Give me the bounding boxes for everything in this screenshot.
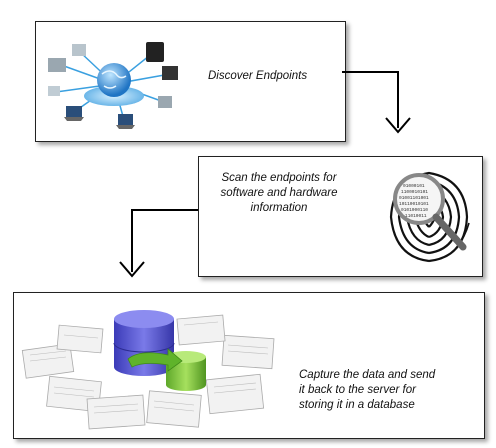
step-label-capture: Capture the data and send it back to the…: [299, 368, 479, 413]
step-label-line: software and hardware: [220, 187, 338, 199]
step-label-line: Discover Endpoints: [208, 70, 308, 82]
svg-text:0101000110: 0101000110: [401, 207, 428, 213]
svg-text:11010011: 11010011: [405, 213, 427, 219]
step-label-line: Capture the data and send: [299, 369, 436, 381]
step-label-discover: Discover Endpoints: [208, 69, 338, 84]
flow-arrow-2: [119, 209, 198, 278]
step-label-line: Scan the endpoints for: [221, 172, 337, 184]
step-label-line: it back to the server for: [299, 384, 416, 396]
svg-text:01001101001: 01001101001: [399, 195, 429, 201]
step-box-discover: Discover Endpoints: [35, 21, 346, 142]
step-label-line: storing it in a database: [299, 399, 415, 411]
network-globe-icon: [48, 42, 178, 129]
svg-text:01000101: 01000101: [403, 183, 425, 189]
fingerprint-magnifier-icon: 01000101 1100010101 01001101001 10110010…: [389, 171, 470, 263]
step-box-scan: Scan the endpoints for software and hard…: [198, 156, 483, 277]
step-box-capture: Capture the data and send it back to the…: [13, 292, 485, 439]
flow-arrow-1: [342, 71, 411, 134]
step-label-scan: Scan the endpoints for software and hard…: [203, 171, 355, 216]
step-label-line: information: [250, 202, 308, 214]
svg-text:10110010101: 10110010101: [399, 201, 429, 207]
database-icon: [21, 310, 275, 430]
svg-text:1100010101: 1100010101: [401, 189, 428, 195]
